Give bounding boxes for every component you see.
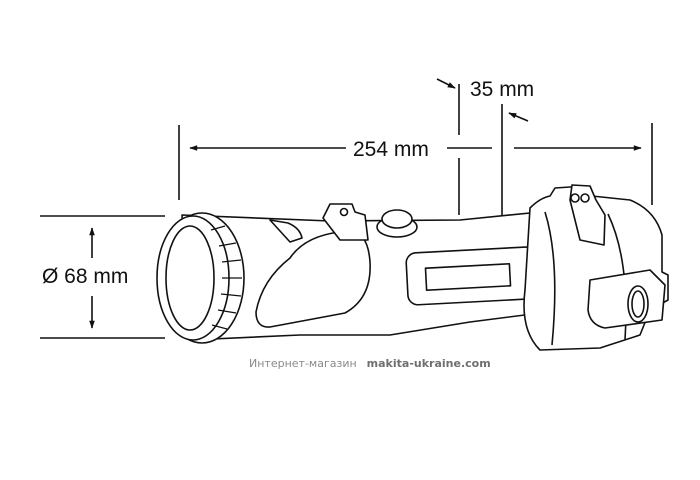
diameter-dimension xyxy=(40,215,165,339)
watermark: Интернет-магазин makita-ukraine.com xyxy=(249,357,491,370)
length-dimension xyxy=(178,123,653,205)
watermark-site: makita-ukraine.com xyxy=(366,357,491,370)
length-label: 254 mm xyxy=(351,138,431,161)
watermark-prefix: Интернет-магазин xyxy=(249,357,357,370)
diameter-label: Ø 68 mm xyxy=(42,265,129,288)
arrow-left-in xyxy=(436,78,456,89)
flashlight xyxy=(156,184,669,351)
arrow-right-in xyxy=(508,112,529,122)
handle-offset-label: 35 mm xyxy=(470,78,535,101)
